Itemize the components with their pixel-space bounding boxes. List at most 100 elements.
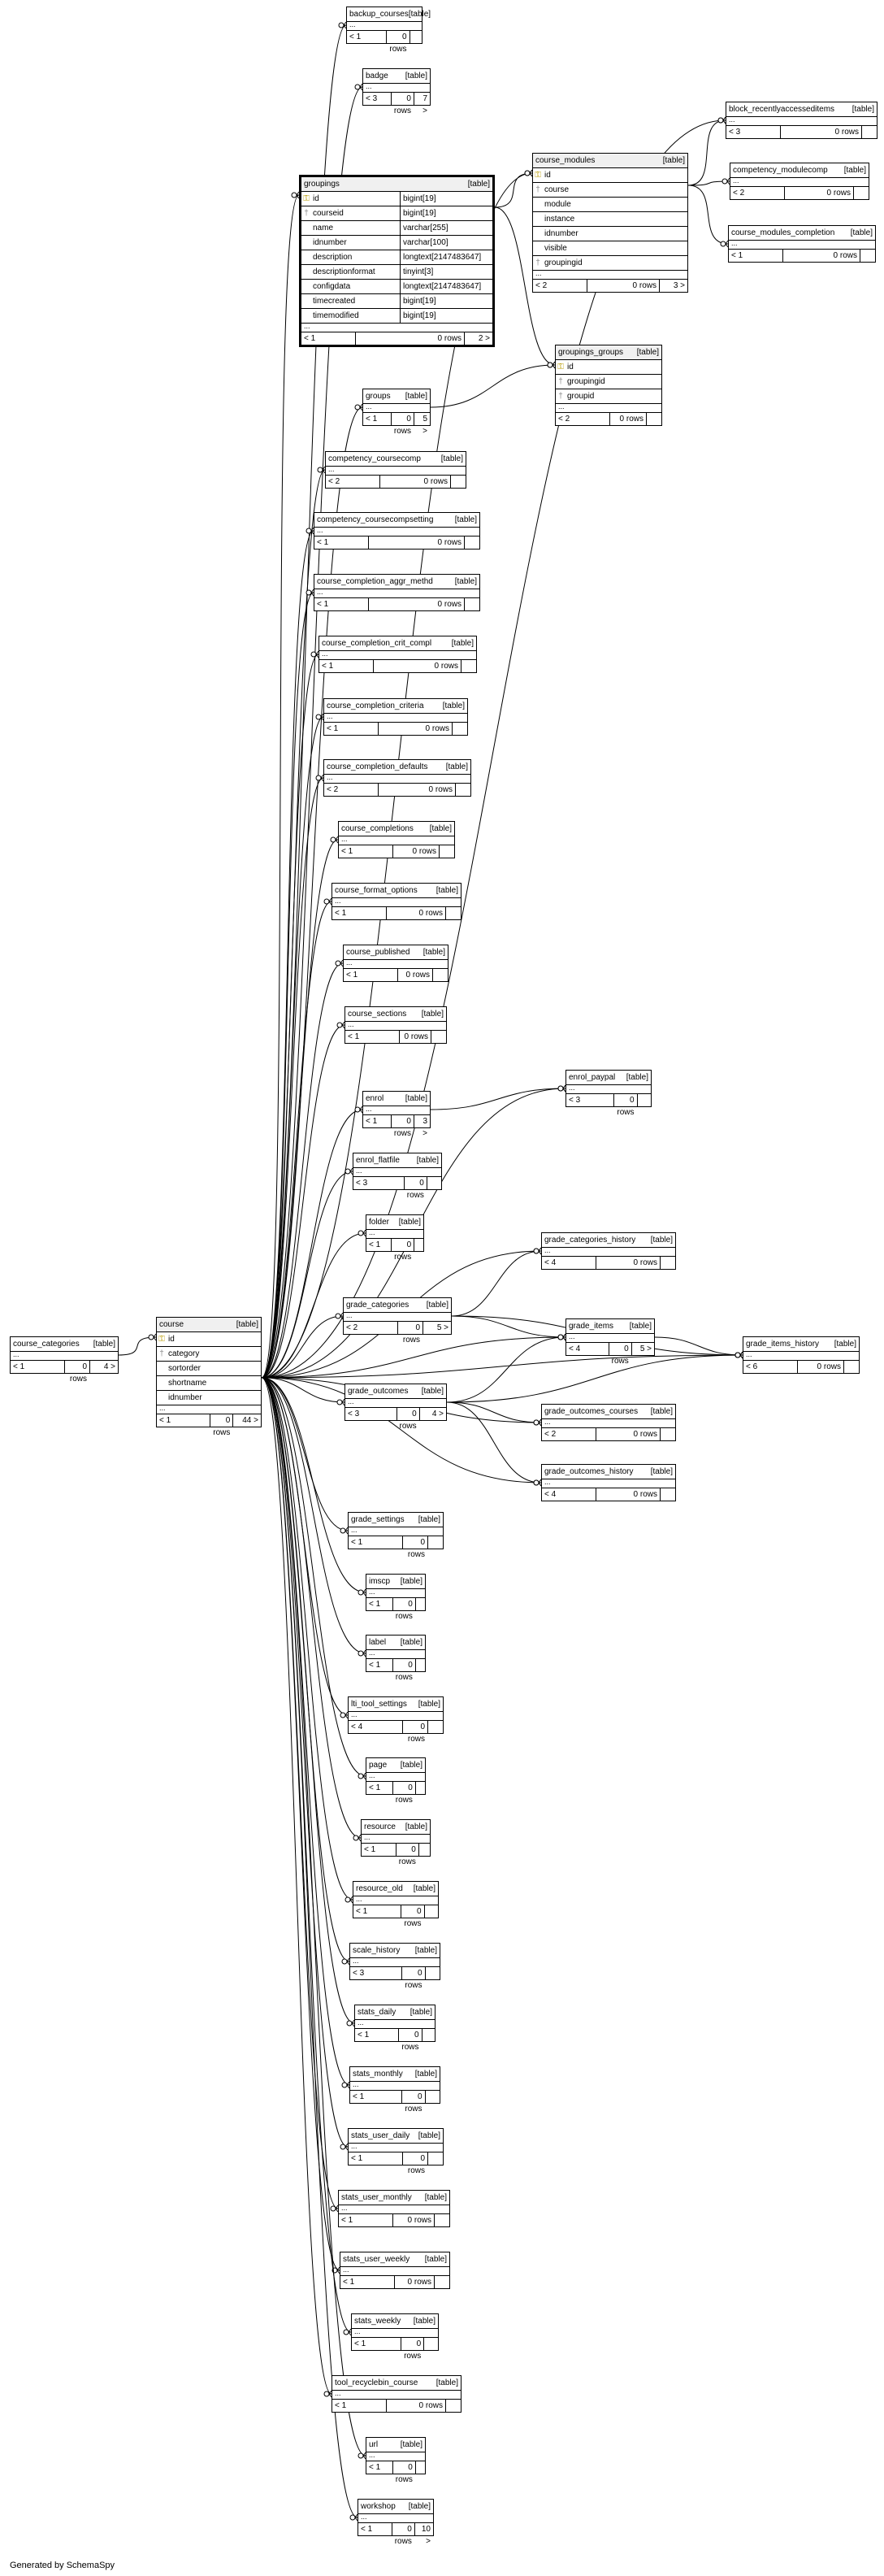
column-row[interactable]: sortorder xyxy=(157,1362,261,1376)
relationship-grade-items-grade-items-history xyxy=(654,1336,743,1356)
table-kind-label: [table] xyxy=(424,2193,447,2202)
table-block-recentlyaccesseditems[interactable]: block_recentlyaccesseditems[table]...< 3… xyxy=(726,102,878,139)
table-kind-label: [table] xyxy=(650,1407,673,1416)
crows-foot-marker xyxy=(341,2082,348,2088)
table-groupings-groups[interactable]: groupings_groups[table]⚿id†groupingid†gr… xyxy=(555,345,662,426)
column-row[interactable]: module xyxy=(533,198,687,212)
column-row[interactable]: shortname xyxy=(157,1376,261,1391)
column-row[interactable]: †groupingid xyxy=(556,375,661,389)
column-row[interactable]: †course xyxy=(533,183,687,198)
column-name: configdata xyxy=(313,282,351,291)
table-kind-label: [table] xyxy=(421,1387,444,1396)
column-row[interactable]: †groupingid xyxy=(533,256,687,271)
table-course-completion-crit-compl[interactable]: course_completion_crit_compl[table]...< … xyxy=(318,636,477,673)
ellipsis-row: ... xyxy=(353,1167,441,1177)
column-row[interactable]: ⚿id xyxy=(533,168,687,183)
ellipsis-row: ... xyxy=(340,2266,449,2276)
child-count xyxy=(661,1428,675,1440)
child-count xyxy=(638,1094,651,1106)
table-header: groups[table] xyxy=(363,389,430,404)
parent-count: < 1 xyxy=(363,413,392,425)
table-name: course_completion_crit_compl xyxy=(322,639,432,648)
child-count xyxy=(854,187,869,199)
table-kind-label: [table] xyxy=(421,1010,444,1019)
crows-foot-marker xyxy=(557,1334,564,1340)
column-row[interactable]: †category xyxy=(157,1347,261,1362)
row-count: 0 rows xyxy=(379,784,456,796)
column-row[interactable]: visible xyxy=(533,241,687,256)
table-name: workshop xyxy=(361,2502,396,2511)
ellipsis-row: ... xyxy=(730,177,869,187)
ellipsis-row: ... xyxy=(366,1772,425,1782)
table-competency-coursecompsetting[interactable]: competency_coursecompsetting[table]...< … xyxy=(314,512,480,550)
column-name: id xyxy=(544,171,551,180)
column-row[interactable]: †groupid xyxy=(556,389,661,404)
crows-foot-marker xyxy=(547,362,553,368)
column-row[interactable]: idnumber xyxy=(157,1391,261,1405)
row-count: 0 rows xyxy=(393,1598,416,1621)
column-row[interactable]: instance xyxy=(533,212,687,227)
column-row[interactable]: idnumber xyxy=(533,227,687,241)
column-row[interactable]: ⚿id xyxy=(157,1332,261,1347)
table-kind-label: [table] xyxy=(852,105,874,114)
column-row[interactable]: ⚿id xyxy=(556,360,661,375)
table-course-completion-aggr-methd[interactable]: course_completion_aggr_methd[table]...< … xyxy=(314,574,480,611)
